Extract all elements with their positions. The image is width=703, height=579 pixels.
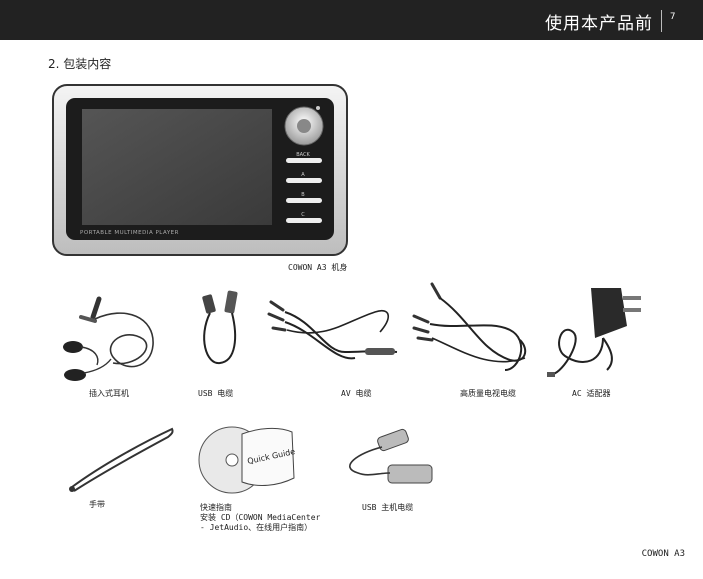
player-buttons: BACK A B C (286, 152, 322, 223)
guide-line-1: 快速指南 (200, 503, 232, 512)
player-illustration: PORTABLE MULTIMEDIA PLAYER BACK A B C (52, 84, 348, 256)
page-footer: COWON A3 (641, 549, 685, 559)
guide-line-3: - JetAudio、在线用户指南） (200, 523, 313, 532)
hq-video-cable-label: 高质量电视电缆 (460, 389, 516, 398)
av-cable-illustration (267, 300, 398, 360)
player-button-label: B (301, 192, 305, 198)
player-button-label: A (301, 172, 305, 178)
player-button-label: C (301, 212, 305, 218)
usb-cable-label: USB 电缆 (198, 389, 234, 398)
header-divider (661, 10, 662, 32)
ac-adapter-illustration (547, 288, 641, 377)
player-screen-text: PORTABLE MULTIMEDIA PLAYER (80, 230, 179, 236)
usb-host-cable-illustration (349, 428, 433, 484)
earphones-illustration (63, 296, 154, 381)
av-cable-label: AV 电缆 (341, 389, 372, 398)
usb-cable-illustration (202, 290, 238, 365)
player-caption: COWON A3 机身 (288, 263, 348, 272)
header-title: 使用本产品前 (545, 14, 653, 34)
usb-host-cable-label: USB 主机电缆 (362, 503, 414, 512)
ac-adapter-label: AC 适配器 (572, 389, 611, 398)
earphones-label: 插入式耳机 (89, 389, 129, 398)
quick-guide-cd-illustration: Quick Guide (198, 426, 296, 494)
guide-line-2: 安装 CD（COWON MediaCenter (200, 513, 321, 522)
strap-label: 手带 (89, 500, 105, 509)
section-title: 2. 包装内容 (48, 57, 112, 71)
player-button-label: BACK (296, 152, 310, 158)
player-screen (82, 109, 272, 225)
strap-illustration (69, 427, 174, 492)
hq-video-cable-illustration (412, 282, 527, 371)
page-header: 使用本产品前 7 (0, 0, 703, 40)
page-number: 7 (670, 12, 676, 22)
